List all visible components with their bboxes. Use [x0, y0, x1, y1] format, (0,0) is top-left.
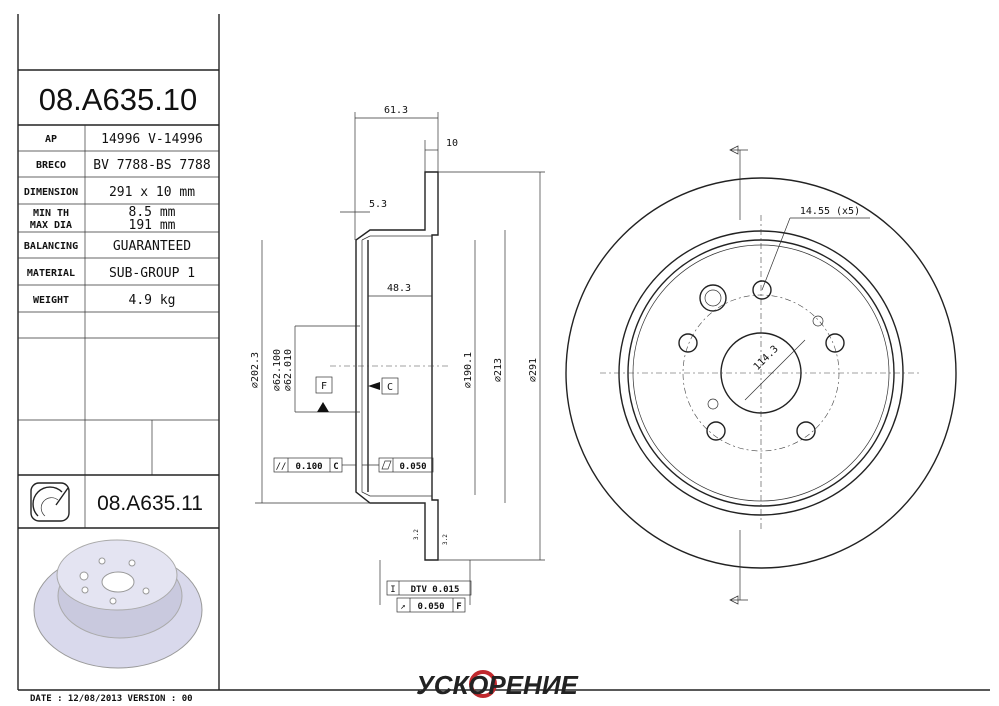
tolerance-flatness: 0.050: [362, 457, 434, 473]
logo: УСКОРЕНИЕ: [416, 670, 579, 700]
parallel-icon: //: [276, 462, 287, 472]
svg-text:0.050: 0.050: [417, 602, 444, 612]
row-label-max-dia: MAX DIA: [30, 220, 72, 231]
row-label-min-th: MIN TH: [33, 208, 69, 219]
row-label-dimension: DIMENSION: [24, 187, 78, 198]
section-view: [255, 112, 545, 605]
row-label-material: MATERIAL: [27, 268, 75, 279]
row-value-balancing: GUARANTEED: [113, 239, 191, 254]
disc-3d-render: [33, 539, 203, 669]
dim-hat-wall: 5.3: [369, 199, 387, 210]
row-value-breco: BV 7788-BS 7788: [93, 158, 210, 173]
alt-part-number: 08.A635.11: [97, 492, 203, 515]
dia-190: ⌀190.1: [463, 352, 474, 388]
dia-291: ⌀291: [528, 358, 539, 382]
row-label-breco: BRECO: [36, 160, 66, 171]
row-value-max-dia: 191 mm: [129, 218, 176, 233]
thickness-icon: I: [390, 585, 395, 595]
dia-202: ⌀202.3: [250, 352, 261, 388]
row-label-ap: AP: [45, 134, 57, 145]
dia-62-100: ⌀62.100: [272, 349, 283, 391]
row-label-balancing: BALANCING: [24, 241, 78, 252]
datum-f: F: [315, 376, 333, 412]
hole-label: 14.55 (x5): [800, 206, 860, 217]
part-number: 08.A635.10: [39, 82, 198, 117]
datum-c: C: [368, 377, 399, 395]
svg-text:C: C: [387, 382, 393, 393]
footer-date-version: DATE : 12/08/2013 VERSION : 00: [30, 694, 193, 704]
svg-text:0.100: 0.100: [295, 462, 322, 472]
row-value-dimension: 291 x 10 mm: [109, 185, 195, 200]
logo-text: УСКОРЕНИЕ: [416, 670, 578, 700]
svg-text:DTV 0.015: DTV 0.015: [411, 585, 460, 595]
frame: [17, 14, 990, 691]
dia-62-010: ⌀62.010: [283, 349, 294, 391]
row-label-weight: WEIGHT: [33, 295, 69, 306]
dim-overall-height: 61.3: [384, 105, 408, 116]
dim-hat-depth: 48.3: [387, 283, 411, 294]
roughness-2: 3.2: [442, 534, 449, 545]
row-value-ap: 14996 V-14996: [101, 132, 203, 147]
row-value-min-th: 8.5 mm: [129, 205, 176, 220]
roughness-1: 3.2: [413, 529, 420, 540]
dia-213: ⌀213: [493, 358, 504, 382]
svg-text:0.050: 0.050: [399, 462, 426, 472]
front-view: [565, 145, 957, 605]
runout-icon: ↗: [400, 602, 405, 612]
tolerance-dtv: I DTV 0.015: [386, 580, 472, 596]
row-value-weight: 4.9 kg: [129, 293, 176, 308]
svg-text:C: C: [333, 462, 338, 472]
svg-text:F: F: [456, 602, 461, 612]
coated-disc-icon: [30, 482, 70, 522]
row-value-material: SUB-GROUP 1: [109, 266, 195, 281]
flatness-icon: [381, 460, 392, 470]
dim-thickness: 10: [446, 138, 458, 149]
tolerance-runout: ↗ 0.050 F: [396, 597, 466, 613]
tolerance-parallelism: // 0.100 C: [273, 457, 356, 473]
svg-text:F: F: [321, 381, 327, 392]
